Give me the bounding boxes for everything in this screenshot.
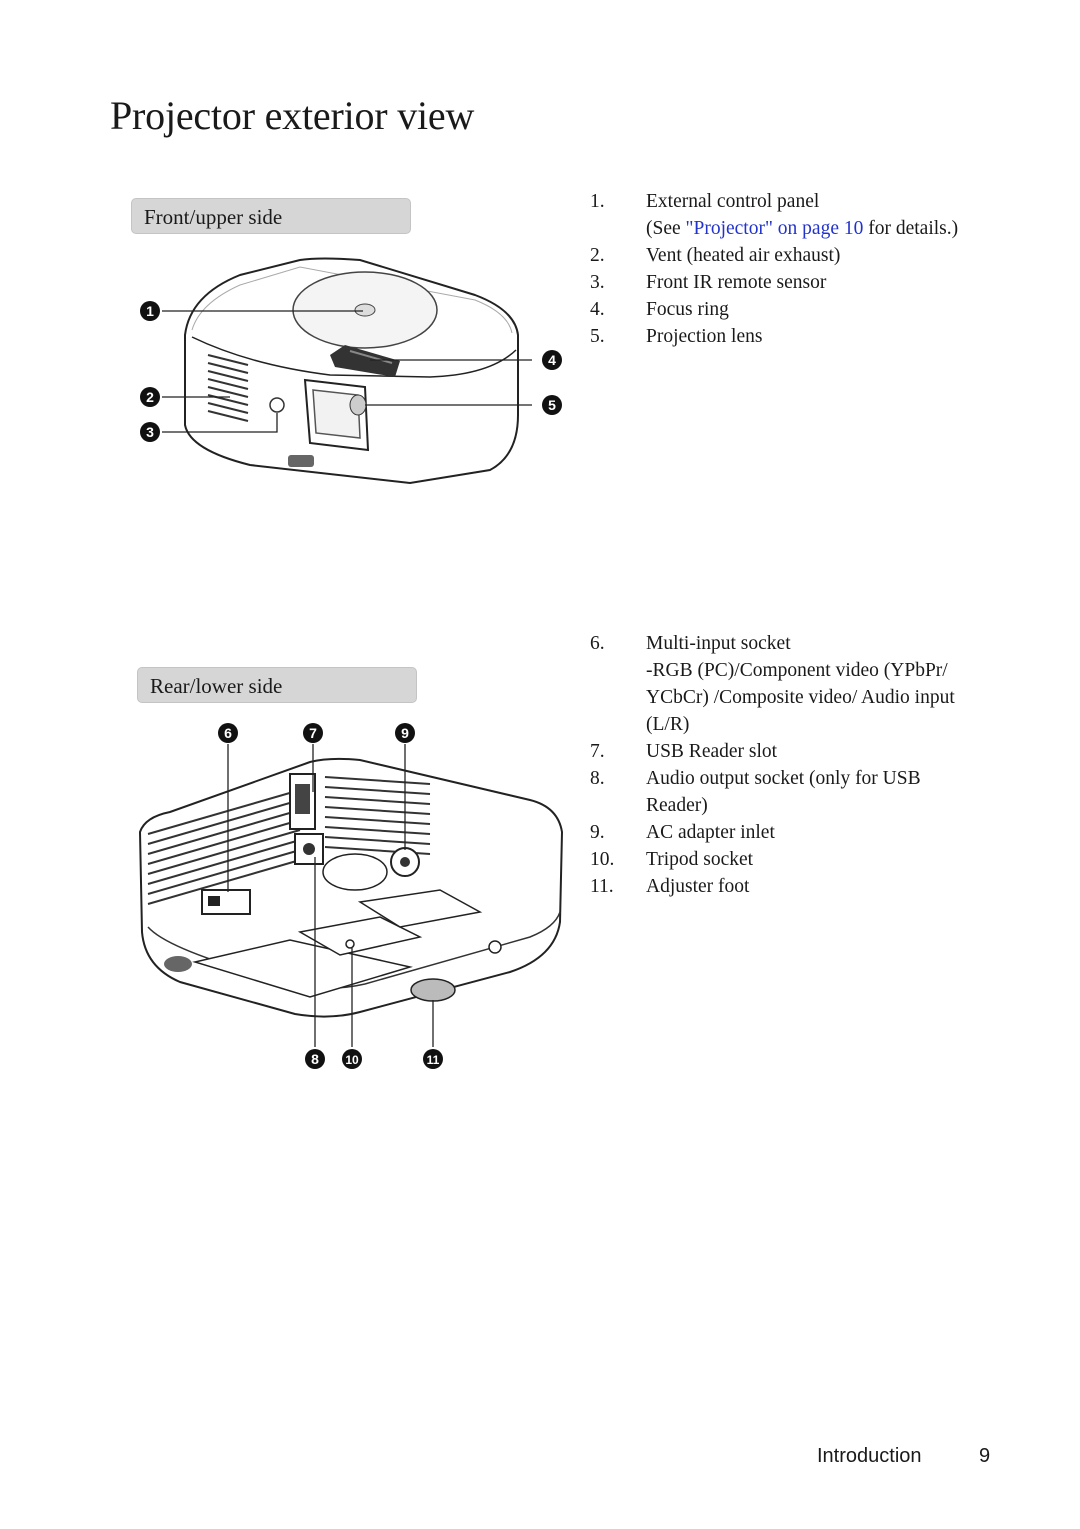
list-item: 1. External control panel (See "Projecto… <box>590 188 980 242</box>
item-number: 8. <box>590 768 605 789</box>
item-text: Front IR remote sensor <box>646 272 827 293</box>
callout-5: 5 <box>542 395 562 420</box>
callout-9-label: 9 <box>401 725 409 741</box>
front-parts-list: 1. External control panel (See "Projecto… <box>590 188 980 350</box>
item-number: 4. <box>590 299 605 320</box>
callout-2: 2 <box>140 387 160 412</box>
item-number: 11. <box>590 876 614 897</box>
projector-page-link[interactable]: "Projector" on page 10 <box>685 218 864 239</box>
item-number: 7. <box>590 741 605 762</box>
callout-3: 3 <box>140 422 160 447</box>
list-item: 6. Multi-input socket -RGB (PC)/Componen… <box>590 630 980 738</box>
footer-page-number: 9 <box>979 1445 991 1467</box>
item-text: USB Reader slot <box>646 741 778 762</box>
item-text: Audio output socket (only for USB Reader… <box>646 768 921 816</box>
item-number: 3. <box>590 272 605 293</box>
callout-6: 6 <box>218 723 238 748</box>
front-upper-side-heading: Front/upper side <box>131 198 411 234</box>
callout-8-label: 8 <box>311 1051 319 1067</box>
rear-lower-side-heading: Rear/lower side <box>137 667 417 703</box>
callout-2-label: 2 <box>146 389 154 405</box>
item-text: Vent (heated air exhaust) <box>646 245 841 266</box>
callout-7: 7 <box>303 723 323 748</box>
item-text: Multi-input socket <box>646 633 791 654</box>
callout-5-label: 5 <box>548 397 556 413</box>
callout-6-label: 6 <box>224 725 232 741</box>
callout-8: 8 <box>305 1049 325 1074</box>
item-number: 1. <box>590 191 605 212</box>
callout-11-label: 11 <box>427 1053 440 1067</box>
list-item: 11. Adjuster foot <box>590 873 980 900</box>
callout-9: 9 <box>395 723 415 748</box>
callout-10-label: 10 <box>345 1053 359 1067</box>
callout-4-label: 4 <box>548 352 556 368</box>
callout-10: 10 <box>340 1049 364 1074</box>
callout-1-label: 1 <box>146 303 154 319</box>
item-text: Tripod socket <box>646 849 754 870</box>
list-item: 10. Tripod socket <box>590 846 980 873</box>
item-text: External control panel <box>646 191 820 212</box>
projector-rear-lower-illustration <box>138 744 564 1047</box>
page-title: Projector exterior view <box>110 93 475 138</box>
item-text: Projection lens <box>646 326 763 347</box>
list-item: 5. Projection lens <box>590 323 980 350</box>
item-text: AC adapter inlet <box>646 822 775 843</box>
callout-7-label: 7 <box>309 725 317 741</box>
footer-section-name: Introduction <box>817 1445 922 1467</box>
list-item: 9. AC adapter inlet <box>590 819 980 846</box>
item-text: Focus ring <box>646 299 729 320</box>
see-prefix: (See <box>646 218 686 239</box>
projector-front-upper-illustration <box>162 257 532 485</box>
list-item: 4. Focus ring <box>590 296 980 323</box>
see-suffix: for details.) <box>863 218 959 239</box>
callout-4: 4 <box>542 350 562 375</box>
item-number: 10. <box>590 849 615 870</box>
callout-11: 11 <box>421 1049 445 1074</box>
item-number: 9. <box>590 822 605 843</box>
list-item: 8. Audio output socket (only for USB Read… <box>590 765 980 819</box>
callout-3-label: 3 <box>146 424 154 440</box>
list-item: 3. Front IR remote sensor <box>590 269 980 296</box>
item-number: 6. <box>590 633 605 654</box>
item-number: 2. <box>590 245 605 266</box>
callout-1: 1 <box>140 301 160 326</box>
item-subtext: -RGB (PC)/Component video (YPbPr/ YCbCr)… <box>646 660 955 735</box>
item-number: 5. <box>590 326 605 347</box>
list-item: 7. USB Reader slot <box>590 738 980 765</box>
list-item: 2. Vent (heated air exhaust) <box>590 242 980 269</box>
rear-parts-list: 6. Multi-input socket -RGB (PC)/Componen… <box>590 630 980 900</box>
item-text: Adjuster foot <box>646 876 750 897</box>
